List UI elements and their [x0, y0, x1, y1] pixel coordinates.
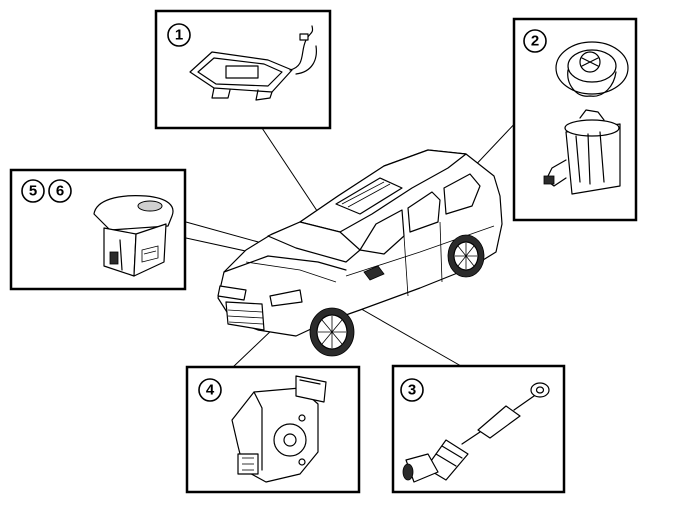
svg-text:3: 3	[408, 382, 416, 399]
svg-text:5: 5	[29, 183, 37, 200]
callout-box-3: 3	[391, 364, 566, 494]
fuel-pump-module-icon	[543, 41, 629, 195]
sensor-cable-icon	[402, 382, 550, 483]
control-module-icon	[93, 195, 174, 277]
callout-number-2: 2	[523, 29, 547, 53]
svg-text:4: 4	[206, 382, 215, 399]
callout-box-2: 2	[512, 17, 638, 222]
callout-box-1: 1	[154, 9, 332, 130]
sedan-car-icon	[217, 149, 503, 357]
callout-number-4: 4	[198, 378, 222, 402]
callout-number-6: 6	[48, 179, 72, 203]
callout-number-3: 3	[400, 378, 424, 402]
rear-wheel	[447, 234, 485, 278]
interior-light-unit-icon	[189, 25, 317, 101]
callout-box-5-6: 5 6	[9, 168, 187, 291]
callout-number-5: 5	[21, 179, 45, 203]
front-wheel	[309, 307, 355, 357]
actuator-motor-icon	[231, 375, 327, 483]
callout-number-1: 1	[167, 23, 191, 47]
svg-text:6: 6	[56, 183, 64, 200]
svg-text:1: 1	[175, 27, 183, 44]
svg-text:2: 2	[531, 33, 539, 50]
callout-box-4: 4	[185, 365, 361, 494]
